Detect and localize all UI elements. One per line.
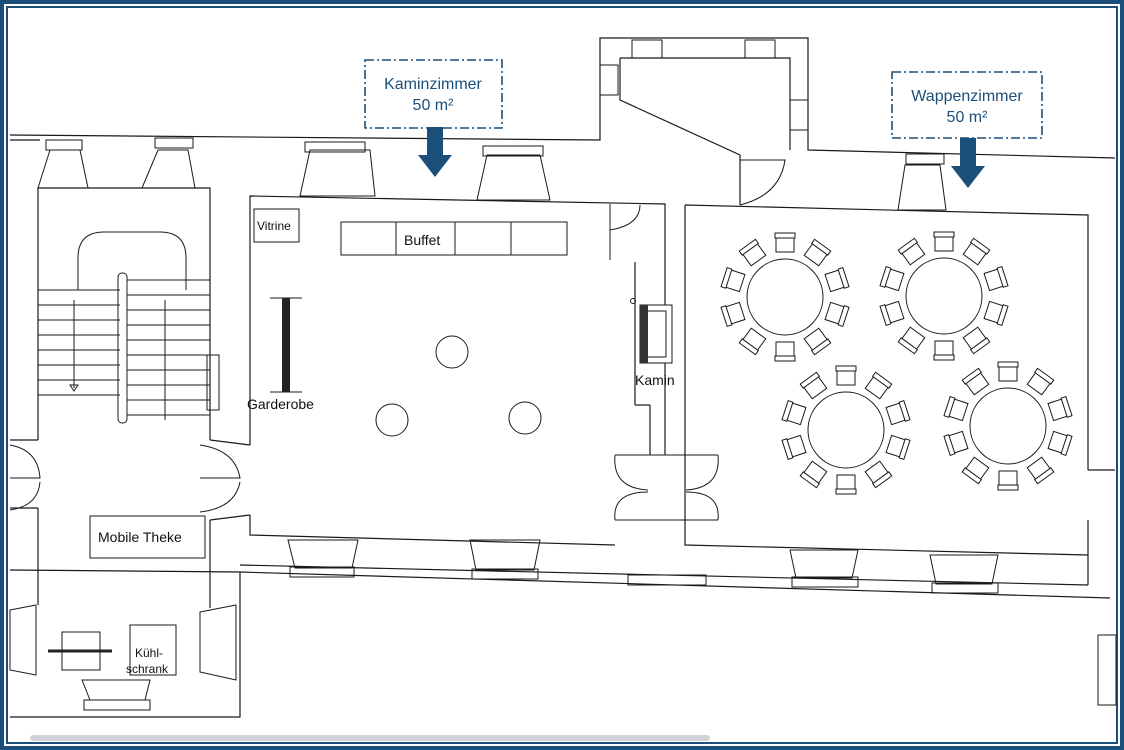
fireplace: Kamin xyxy=(630,298,675,388)
garderobe-rack: Garderobe xyxy=(247,297,314,412)
kaminzimmer-size: 50 m² xyxy=(413,97,455,114)
chair xyxy=(961,456,990,485)
chair xyxy=(933,231,955,252)
chair xyxy=(897,237,926,266)
window-niches xyxy=(9,39,1117,711)
chair xyxy=(720,267,746,293)
chair xyxy=(1026,456,1055,485)
buffet: Buffet xyxy=(340,221,568,256)
plan-frame-inner xyxy=(6,6,1118,744)
chair xyxy=(933,340,955,361)
vitrine: Vitrine xyxy=(253,208,300,243)
chair xyxy=(738,238,767,267)
wappenzimmer-room xyxy=(684,159,1115,556)
wappenzimmer-arrow-icon xyxy=(951,138,985,188)
chair xyxy=(774,341,796,362)
chair xyxy=(803,238,832,267)
buffet-label: Buffet xyxy=(404,232,440,248)
chair xyxy=(738,327,767,356)
chair xyxy=(879,300,905,326)
kuehlschrank-label-line2: schrank xyxy=(126,662,169,676)
chair xyxy=(835,474,857,495)
chair xyxy=(774,232,796,253)
chair xyxy=(983,266,1009,292)
chair xyxy=(864,460,893,489)
wappenzimmer-size: 50 m² xyxy=(947,109,989,126)
chair xyxy=(781,400,807,426)
chair xyxy=(1047,430,1073,456)
chair xyxy=(803,327,832,356)
round-table xyxy=(746,258,824,336)
chair xyxy=(961,367,990,396)
kamin-label: Kamin xyxy=(635,372,675,388)
chair xyxy=(983,300,1009,326)
kaminzimmer-name: Kaminzimmer xyxy=(384,76,482,93)
kuehlschrank-label-line1: Kühl- xyxy=(135,646,163,660)
wappenzimmer-callout: Wappenzimmer 50 m² xyxy=(891,71,1043,188)
vitrine-label: Vitrine xyxy=(257,219,291,233)
chair xyxy=(885,434,911,460)
appliance xyxy=(48,631,112,671)
kaminzimmer-arrow-icon xyxy=(418,127,452,177)
building-walls xyxy=(9,37,1116,718)
stairwell xyxy=(37,187,220,440)
chair xyxy=(835,365,857,386)
chair xyxy=(885,400,911,426)
mobile-theke: Mobile Theke xyxy=(89,515,206,559)
horizontal-scrollbar[interactable] xyxy=(30,735,710,741)
chair xyxy=(997,361,1019,382)
garderobe-label: Garderobe xyxy=(247,396,314,412)
chair xyxy=(962,237,991,266)
round-table xyxy=(969,387,1047,465)
chair xyxy=(1026,367,1055,396)
chair xyxy=(943,396,969,422)
kaminzimmer-tables xyxy=(375,335,542,437)
chair xyxy=(720,301,746,327)
chair xyxy=(781,434,807,460)
chair xyxy=(864,371,893,400)
chair xyxy=(799,460,828,489)
chair xyxy=(824,301,850,327)
wappenzimmer-name: Wappenzimmer xyxy=(911,88,1023,105)
round-table xyxy=(905,257,983,335)
chair xyxy=(997,470,1019,491)
chair xyxy=(897,326,926,355)
chair xyxy=(824,267,850,293)
chair xyxy=(962,326,991,355)
chair xyxy=(943,430,969,456)
mobile-theke-label: Mobile Theke xyxy=(98,529,182,545)
round-tables-group xyxy=(720,231,1073,495)
chair xyxy=(1047,396,1073,422)
kuehlschrank: Kühl- schrank xyxy=(126,624,177,676)
kaminzimmer-callout: Kaminzimmer 50 m² xyxy=(364,59,503,177)
round-table xyxy=(807,391,885,469)
chair xyxy=(799,371,828,400)
chair xyxy=(879,266,905,292)
